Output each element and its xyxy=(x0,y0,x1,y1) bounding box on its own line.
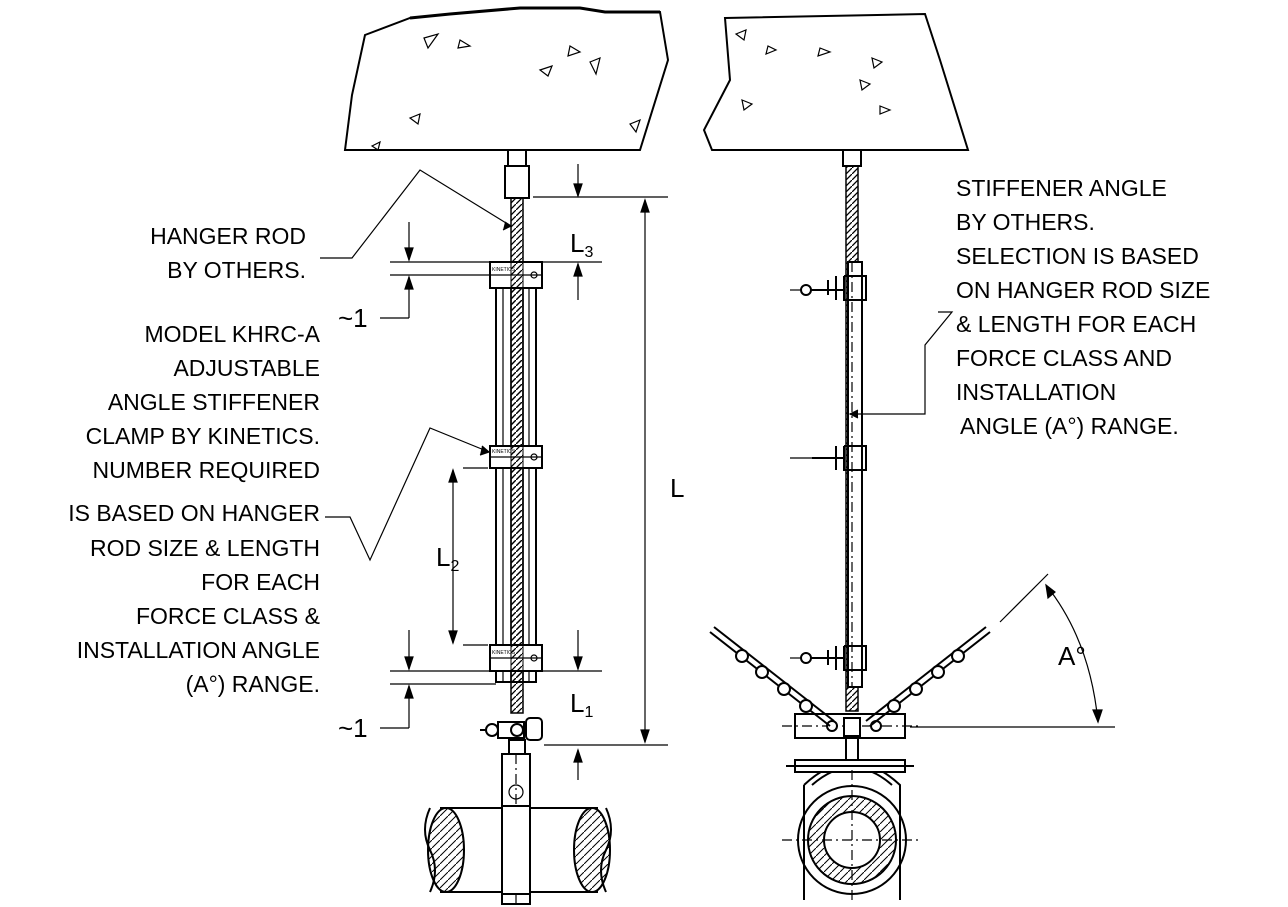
clamp-top: KINETICS xyxy=(489,261,543,289)
clamp-label-line-5: NUMBER REQUIRED xyxy=(93,457,320,483)
clamp-label-line-11: (A°) RANGE. xyxy=(186,671,320,697)
dim-L: L xyxy=(670,473,684,503)
stiffener-label-line-8: ANGLE (A°) RANGE. xyxy=(960,413,1179,439)
left-elevation-view: KINETICS KINETICS KINETICS xyxy=(343,6,670,905)
dimension-lines xyxy=(380,164,1115,780)
clamp-label-line-7: ROD SIZE & LENGTH xyxy=(90,535,320,561)
stiffener-label-line-5: & LENGTH FOR EACH xyxy=(956,311,1196,337)
aggregate-marks-right xyxy=(734,29,892,115)
aggregate-marks-left xyxy=(370,32,641,151)
stiffener-label-line-4: ON HANGER ROD SIZE xyxy=(956,277,1210,303)
stiffener-label-line-2: BY OTHERS. xyxy=(956,209,1095,235)
pipe-left xyxy=(424,805,612,895)
side-clamp-top xyxy=(790,275,867,301)
clamp-bottom-marking: KINETICS xyxy=(492,650,516,656)
clamp-label-line-6: IS BASED ON HANGER xyxy=(68,500,320,526)
hanger-rod-label-line-2: BY OTHERS. xyxy=(167,257,306,283)
dim-approx-bottom: ~1 xyxy=(338,713,368,743)
clamp-label-line-10: INSTALLATION ANGLE xyxy=(77,637,320,663)
right-elevation-view xyxy=(702,12,991,904)
clamp-label-line-8: FOR EACH xyxy=(201,569,320,595)
clamp-label-line-3: ANGLE STIFFENER xyxy=(108,389,320,415)
dim-L1: L1 xyxy=(570,688,593,721)
dim-angle: A° xyxy=(1058,641,1086,671)
hanger-rod-label-line-1: HANGER ROD xyxy=(150,223,306,249)
clamp-top-marking: KINETICS xyxy=(492,267,516,273)
clamp-label-line-1: MODEL KHRC-A xyxy=(145,321,321,347)
clamp-label-line-9: FORCE CLASS & xyxy=(136,603,320,629)
stiffener-label-line-3: SELECTION IS BASED xyxy=(956,243,1199,269)
dim-L3: L3 xyxy=(570,228,593,261)
dimension-labels: L L3 L2 L1 ~1 ~1 A° xyxy=(338,228,1086,743)
clamp-label-line-4: CLAMP BY KINETICS. xyxy=(86,423,320,449)
stiffener-label-line-1: STIFFENER ANGLE xyxy=(956,175,1167,201)
seismic-brace-right xyxy=(865,626,991,727)
brace-fitting-left xyxy=(480,717,543,741)
stiffener-angle-right xyxy=(847,261,863,688)
side-clamp-bottom xyxy=(790,645,867,671)
clamp-label-line-2: ADJUSTABLE xyxy=(173,355,320,381)
clamp-middle: KINETICS xyxy=(489,445,543,469)
pipe-section-right xyxy=(782,770,922,904)
concrete-slab-left xyxy=(343,7,670,151)
stiffener-label-line-6: FORCE CLASS AND xyxy=(956,345,1172,371)
clamp-middle-marking: KINETICS xyxy=(492,449,516,455)
side-clamp-middle xyxy=(790,445,867,471)
stiffener-label: STIFFENER ANGLE BY OTHERS. SELECTION IS … xyxy=(956,175,1210,439)
seismic-brace-left xyxy=(709,626,835,727)
dim-approx-top: ~1 xyxy=(338,303,368,333)
stiffener-label-line-7: INSTALLATION xyxy=(956,379,1116,405)
leader-lines xyxy=(320,169,954,562)
dim-L2: L2 xyxy=(436,542,459,575)
clamp-label: MODEL KHRC-A ADJUSTABLE ANGLE STIFFENER … xyxy=(68,321,320,697)
clamp-bottom: KINETICS xyxy=(489,644,543,672)
concrete-slab-right xyxy=(702,12,970,151)
hanger-rod-label: HANGER ROD BY OTHERS. xyxy=(150,223,306,283)
